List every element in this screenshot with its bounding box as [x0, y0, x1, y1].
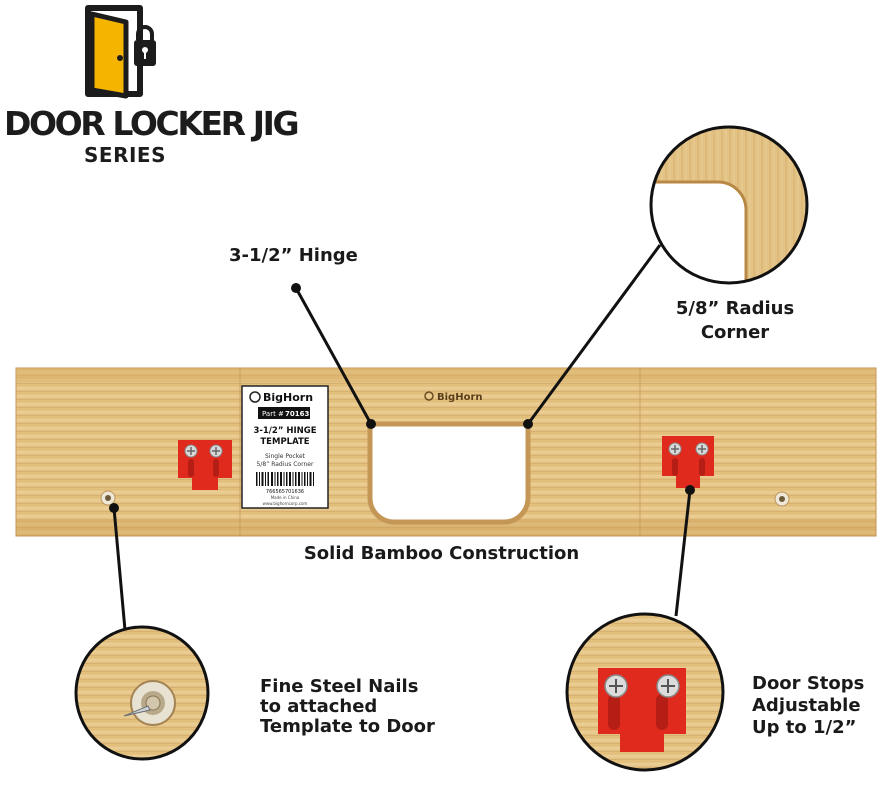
- nail-hole-left: [100, 490, 116, 506]
- nails-callout-line2: to attached: [260, 696, 378, 717]
- product-label-part-prefix: Part #: [262, 410, 284, 418]
- logo: DOOR LOCKER JIG SERIES: [0, 0, 300, 175]
- product-label-sub-2: 5/8” Radius Corner: [257, 461, 314, 468]
- barcode-number: 766565701636: [266, 489, 304, 495]
- product-label: BigHorn Part # 70163 3-1/2” HINGE TEMPLA…: [241, 385, 329, 509]
- product-label-part-number: 70163: [285, 410, 309, 418]
- stops-callout-line3: Up to 1/2”: [752, 717, 857, 738]
- nails-callout-line1: Fine Steel Nails: [260, 676, 419, 697]
- leader-lines: [109, 244, 695, 631]
- door-stop-right: [662, 436, 714, 488]
- nail-zoom: [74, 625, 210, 761]
- door-logo-icon: [85, 5, 156, 99]
- board-engraving-text: BigHorn: [437, 392, 483, 403]
- door-stop-left: [178, 440, 232, 490]
- product-label-brand: BigHorn: [263, 391, 313, 404]
- hinge-callout: 3-1/2” Hinge: [229, 245, 358, 266]
- board-engraving: BigHorn: [424, 391, 483, 403]
- nail-hole-right: [774, 491, 790, 507]
- product-label-title-1: 3-1/2” HINGE: [253, 426, 316, 436]
- product-label-title-2: TEMPLATE: [260, 437, 309, 447]
- radius-corner-zoom: [649, 125, 809, 285]
- made-in-text: Made in China: [271, 495, 300, 500]
- door-stop-zoom: [565, 612, 725, 772]
- radius-callout-line1: 5/8” Radius: [675, 298, 795, 319]
- website-text: www.bighorncorp.com: [263, 501, 308, 506]
- stops-callout-line1: Door Stops: [752, 673, 865, 694]
- hinge-cutout: [367, 421, 531, 525]
- radius-callout-line2: Corner: [700, 322, 770, 343]
- product-label-sub-1: Single Pocket: [265, 453, 306, 460]
- brand-title: DOOR LOCKER JIG: [4, 104, 300, 143]
- bighorn-logo-icon: [249, 391, 261, 403]
- construction-callout: Solid Bamboo Construction: [303, 543, 580, 564]
- stops-callout-line2: Adjustable: [752, 695, 861, 716]
- barcode: [256, 472, 314, 486]
- brand-subtitle: SERIES: [84, 143, 166, 167]
- nails-callout-line3: Template to Door: [260, 716, 435, 737]
